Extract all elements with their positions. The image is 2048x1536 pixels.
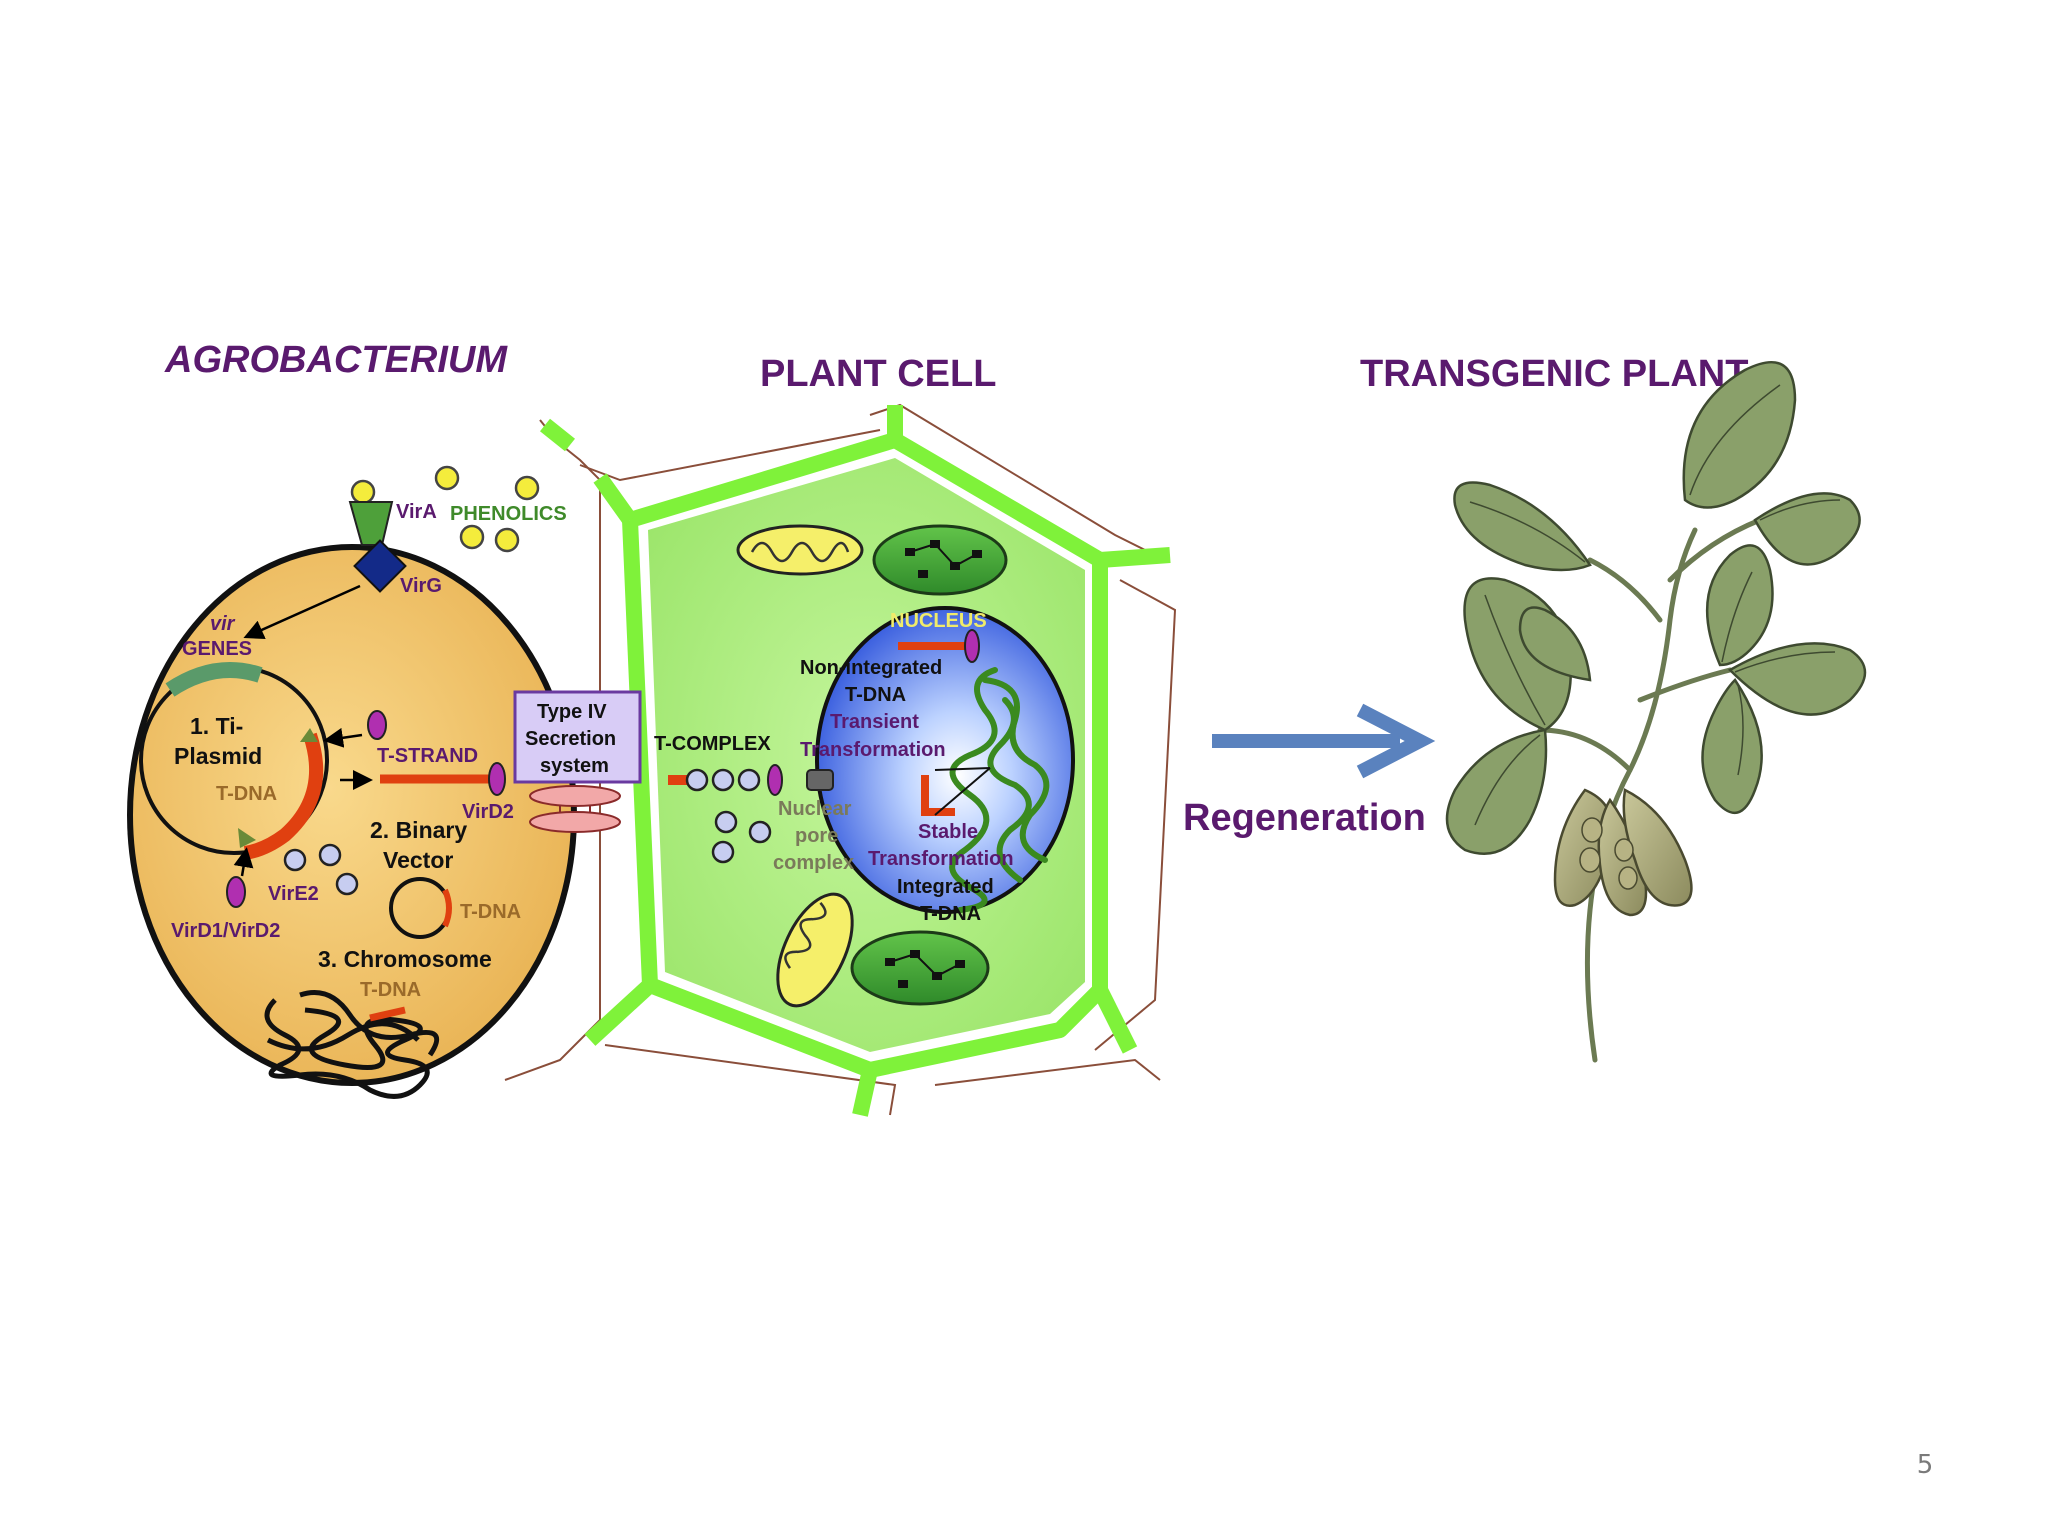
binary-vector: [389, 877, 452, 939]
vire2-proteins: [283, 843, 359, 896]
chloroplast-bottom: [850, 930, 990, 1006]
label-nuclear-3: complex: [773, 852, 854, 874]
leaf: [1445, 728, 1548, 855]
chromatin: [949, 667, 1050, 913]
chloroplast-top: [872, 524, 1008, 596]
leaf: [1518, 606, 1592, 682]
label-nucleus: NUCLEUS: [890, 610, 987, 632]
label-t-strand: T-STRAND: [377, 745, 478, 767]
phenolic-molecules: [350, 465, 540, 553]
label-integrated-1: Integrated: [897, 876, 994, 898]
label-nuclear-2: pore: [795, 825, 838, 847]
label-vird2: VirD2: [462, 801, 514, 823]
label-transient-2: Transformation: [800, 739, 946, 761]
label-t-complex: T-COMPLEX: [654, 733, 771, 755]
leaf: [1705, 544, 1774, 667]
label-tdna-vector: T-DNA: [460, 901, 521, 923]
vird2-cap: [488, 762, 506, 796]
label-vira: VirA: [396, 501, 437, 523]
mitochondrion-bottom: [776, 892, 854, 1008]
leaf: [1682, 360, 1797, 509]
label-chromosome: 3. Chromosome: [318, 946, 492, 972]
label-ti-plasmid-2: Plasmid: [174, 743, 262, 769]
vira-receptor: [348, 501, 394, 546]
t-complex: [668, 764, 783, 796]
label-vir: vir: [210, 613, 236, 635]
regeneration-arrow: [1212, 703, 1436, 779]
type-iv-secretion-system: [513, 690, 642, 833]
mitochondrion-top: [736, 524, 864, 576]
label-ti-plasmid-1: 1. Ti-: [190, 713, 243, 739]
label-transient-1: Transient: [830, 711, 919, 733]
label-binary-1: 2. Binary: [370, 817, 467, 843]
label-phenolics: PHENOLICS: [450, 503, 567, 525]
label-tdna-plasmid: T-DNA: [216, 783, 277, 805]
label-regeneration: Regeneration: [1183, 797, 1426, 839]
heading-transgenic-plant: TRANSGENIC PLANT: [1360, 353, 1748, 395]
label-tdna-chromosome: T-DNA: [360, 979, 421, 1001]
heading-agrobacterium: AGROBACTERIUM: [164, 339, 508, 381]
nucleus: [806, 606, 1075, 914]
label-secretion-1: Type IV: [537, 701, 607, 723]
vird1-vird2-protein: [226, 876, 246, 908]
label-secretion-3: system: [540, 755, 609, 777]
leaf: [1727, 642, 1867, 716]
free-vire2-in-cytoplasm: [711, 810, 772, 864]
heading-plant-cell: PLANT CELL: [760, 353, 996, 395]
chromosome: [264, 990, 440, 1099]
label-non-integrated-1: Non-integrated: [800, 657, 942, 679]
label-secretion-2: Secretion: [525, 728, 616, 750]
label-vire2: VirE2: [268, 883, 319, 905]
label-nuclear-1: Nuclear: [778, 798, 852, 820]
ti-plasmid: [139, 662, 329, 860]
label-integrated-2: T-DNA: [920, 903, 981, 925]
virg-protein: [353, 539, 407, 593]
label-genes: GENES: [182, 638, 252, 660]
label-stable-1: Stable: [918, 821, 978, 843]
label-vird1-vird2: VirD1/VirD2: [171, 920, 280, 942]
nuclear-pore: [806, 769, 834, 791]
label-virg: VirG: [400, 575, 442, 597]
label-binary-2: Vector: [383, 847, 453, 873]
seed-pod: [1622, 788, 1693, 907]
leaf: [1453, 481, 1592, 572]
label-non-integrated-2: T-DNA: [845, 684, 906, 706]
label-stable-2: Transformation: [868, 848, 1014, 870]
vird2-protein-small: [367, 710, 387, 740]
transgenic-plant-illustration: [1445, 360, 1867, 1063]
slide-number: 5: [1916, 1450, 1934, 1480]
leaf: [1701, 678, 1763, 815]
